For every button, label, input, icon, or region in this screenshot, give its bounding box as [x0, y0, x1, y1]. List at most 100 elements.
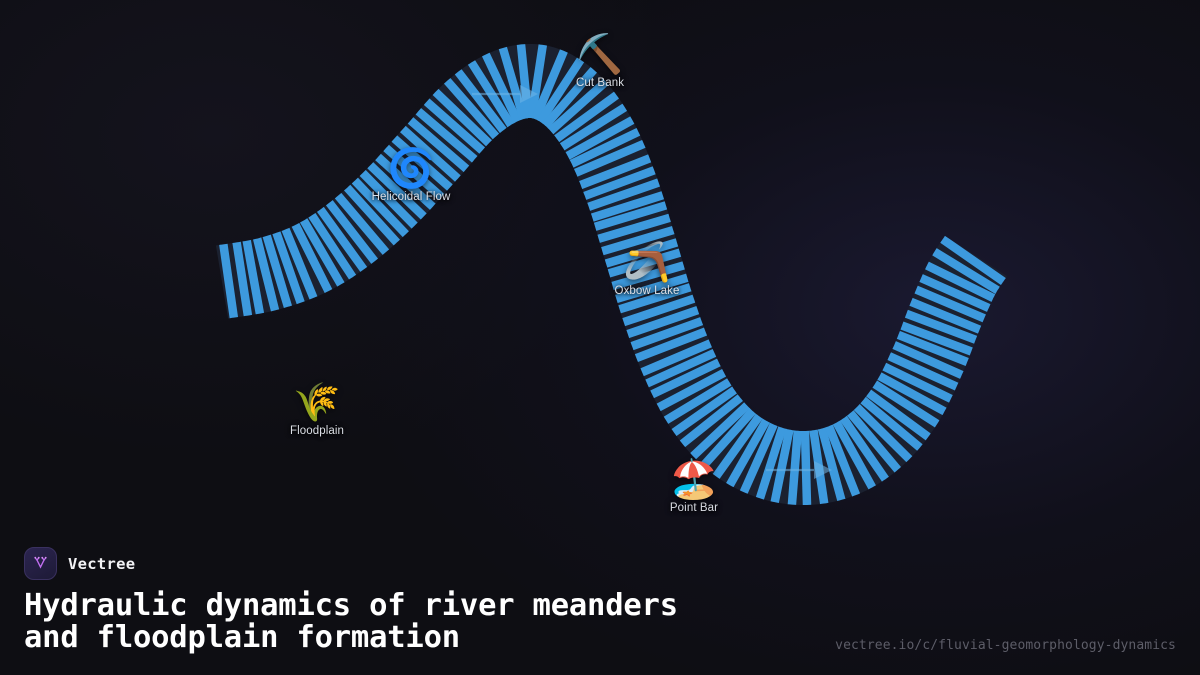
channel-stripe	[420, 95, 489, 157]
channel-stripe	[550, 89, 623, 145]
vectree-logo-icon	[24, 547, 57, 580]
channel-stripe	[252, 233, 281, 316]
channel-stripes	[218, 44, 1007, 505]
channel-stripe	[497, 44, 529, 124]
channel-stripe	[787, 426, 803, 505]
channel-stripe	[380, 142, 448, 203]
channel-stripe	[905, 296, 985, 336]
channel-stripe	[556, 101, 631, 153]
channel-stripe	[823, 420, 862, 501]
channel-stripe	[583, 177, 664, 213]
channel-stripe	[349, 174, 412, 241]
page-title: Hydraulic dynamics of river meanders and…	[24, 588, 678, 655]
channel-stripe	[636, 337, 716, 378]
channel-stripe	[800, 426, 812, 505]
channel-stripe	[915, 272, 995, 314]
channel-stripe	[241, 236, 265, 319]
channel-stripe	[710, 410, 765, 483]
channel-stripe	[641, 347, 720, 389]
channel-stripe	[653, 367, 730, 414]
channel-stripe	[928, 245, 1004, 297]
channel-stripe	[631, 326, 711, 364]
channel-stripe	[597, 224, 679, 257]
channel-stripe	[372, 151, 439, 213]
channel-stripe	[896, 320, 977, 357]
channel-stripe	[901, 308, 981, 346]
channel-stripe	[566, 126, 644, 170]
channel-stripe	[878, 361, 957, 405]
channel-stripe	[332, 189, 392, 258]
channel-stripe	[575, 152, 655, 191]
channel-stripe	[910, 284, 990, 324]
channel-stripe	[816, 423, 847, 505]
channel-stripe	[830, 417, 878, 493]
channel-stripe	[607, 260, 689, 292]
channel-stripe	[622, 304, 703, 340]
channel-stripe	[593, 212, 675, 244]
channel-stripe	[869, 378, 943, 430]
channel-stripe	[562, 114, 638, 162]
channel-stripe	[218, 239, 239, 323]
channel-stripe	[323, 196, 381, 268]
channel-stripe	[646, 356, 725, 400]
brand-block: Vectree	[24, 547, 135, 580]
channel-stripe	[837, 412, 892, 485]
channel-stripe	[668, 384, 741, 439]
channel-stripe	[600, 237, 683, 269]
channel-stripe	[660, 376, 735, 427]
channel-stripe	[888, 339, 968, 381]
channel-band	[215, 44, 1007, 505]
slide-footer: Vectree Hydraulic dynamics of river mean…	[0, 535, 1200, 675]
channel-stripe	[526, 44, 548, 123]
flow-arrow	[766, 461, 832, 479]
channel-stripe	[429, 86, 495, 149]
channel-stripe	[570, 138, 650, 179]
channel-stripe	[724, 415, 772, 491]
channel-stripe	[590, 200, 672, 232]
channel-stripe	[769, 424, 795, 505]
channel-stripe	[289, 219, 335, 297]
channel-stripe	[603, 247, 685, 279]
channel-stripe	[873, 370, 951, 418]
channel-stripe	[261, 230, 294, 312]
channel-stripe	[314, 203, 370, 276]
channel-stripe	[862, 387, 935, 443]
channel-stripe	[676, 391, 747, 450]
channel-stripe	[893, 329, 973, 368]
channel-stripe	[271, 227, 307, 308]
channel-stripe	[480, 49, 524, 127]
channel-stripe	[544, 75, 612, 137]
channel-stripe	[611, 272, 693, 305]
channel-stripe	[883, 350, 963, 393]
channel-stripe	[539, 64, 600, 132]
channel-stripe	[388, 132, 456, 194]
channel-stripe	[516, 44, 533, 123]
channel-stripe	[587, 189, 668, 223]
flow-arrow	[472, 85, 538, 103]
channel-stripe	[529, 45, 570, 125]
channel-stripe	[614, 282, 696, 315]
channel-stripe	[697, 405, 759, 472]
channel-stripe	[844, 407, 904, 476]
channel-stripe	[452, 66, 510, 137]
channel-stripe	[936, 233, 1007, 288]
channel-stripe	[851, 401, 916, 466]
channel-stripe	[397, 123, 464, 185]
flow-direction-arrows	[472, 85, 832, 479]
brand-name: Vectree	[68, 554, 136, 573]
channel-stripe	[857, 394, 926, 454]
channel-stripe	[280, 224, 319, 304]
channel-stripe	[687, 399, 753, 462]
logo-glyph	[34, 556, 47, 569]
channel-stripe	[306, 209, 359, 283]
channel-stripe	[341, 181, 403, 249]
channel-stripe	[754, 422, 788, 504]
channel-stripe	[356, 167, 421, 232]
channel-stripe	[534, 54, 587, 128]
source-url: vectree.io/c/fluvial-geomorphology-dynam…	[835, 638, 1176, 653]
channel-stripe	[298, 214, 347, 291]
channel-stripe	[364, 159, 430, 223]
channel-stripe	[579, 164, 660, 202]
